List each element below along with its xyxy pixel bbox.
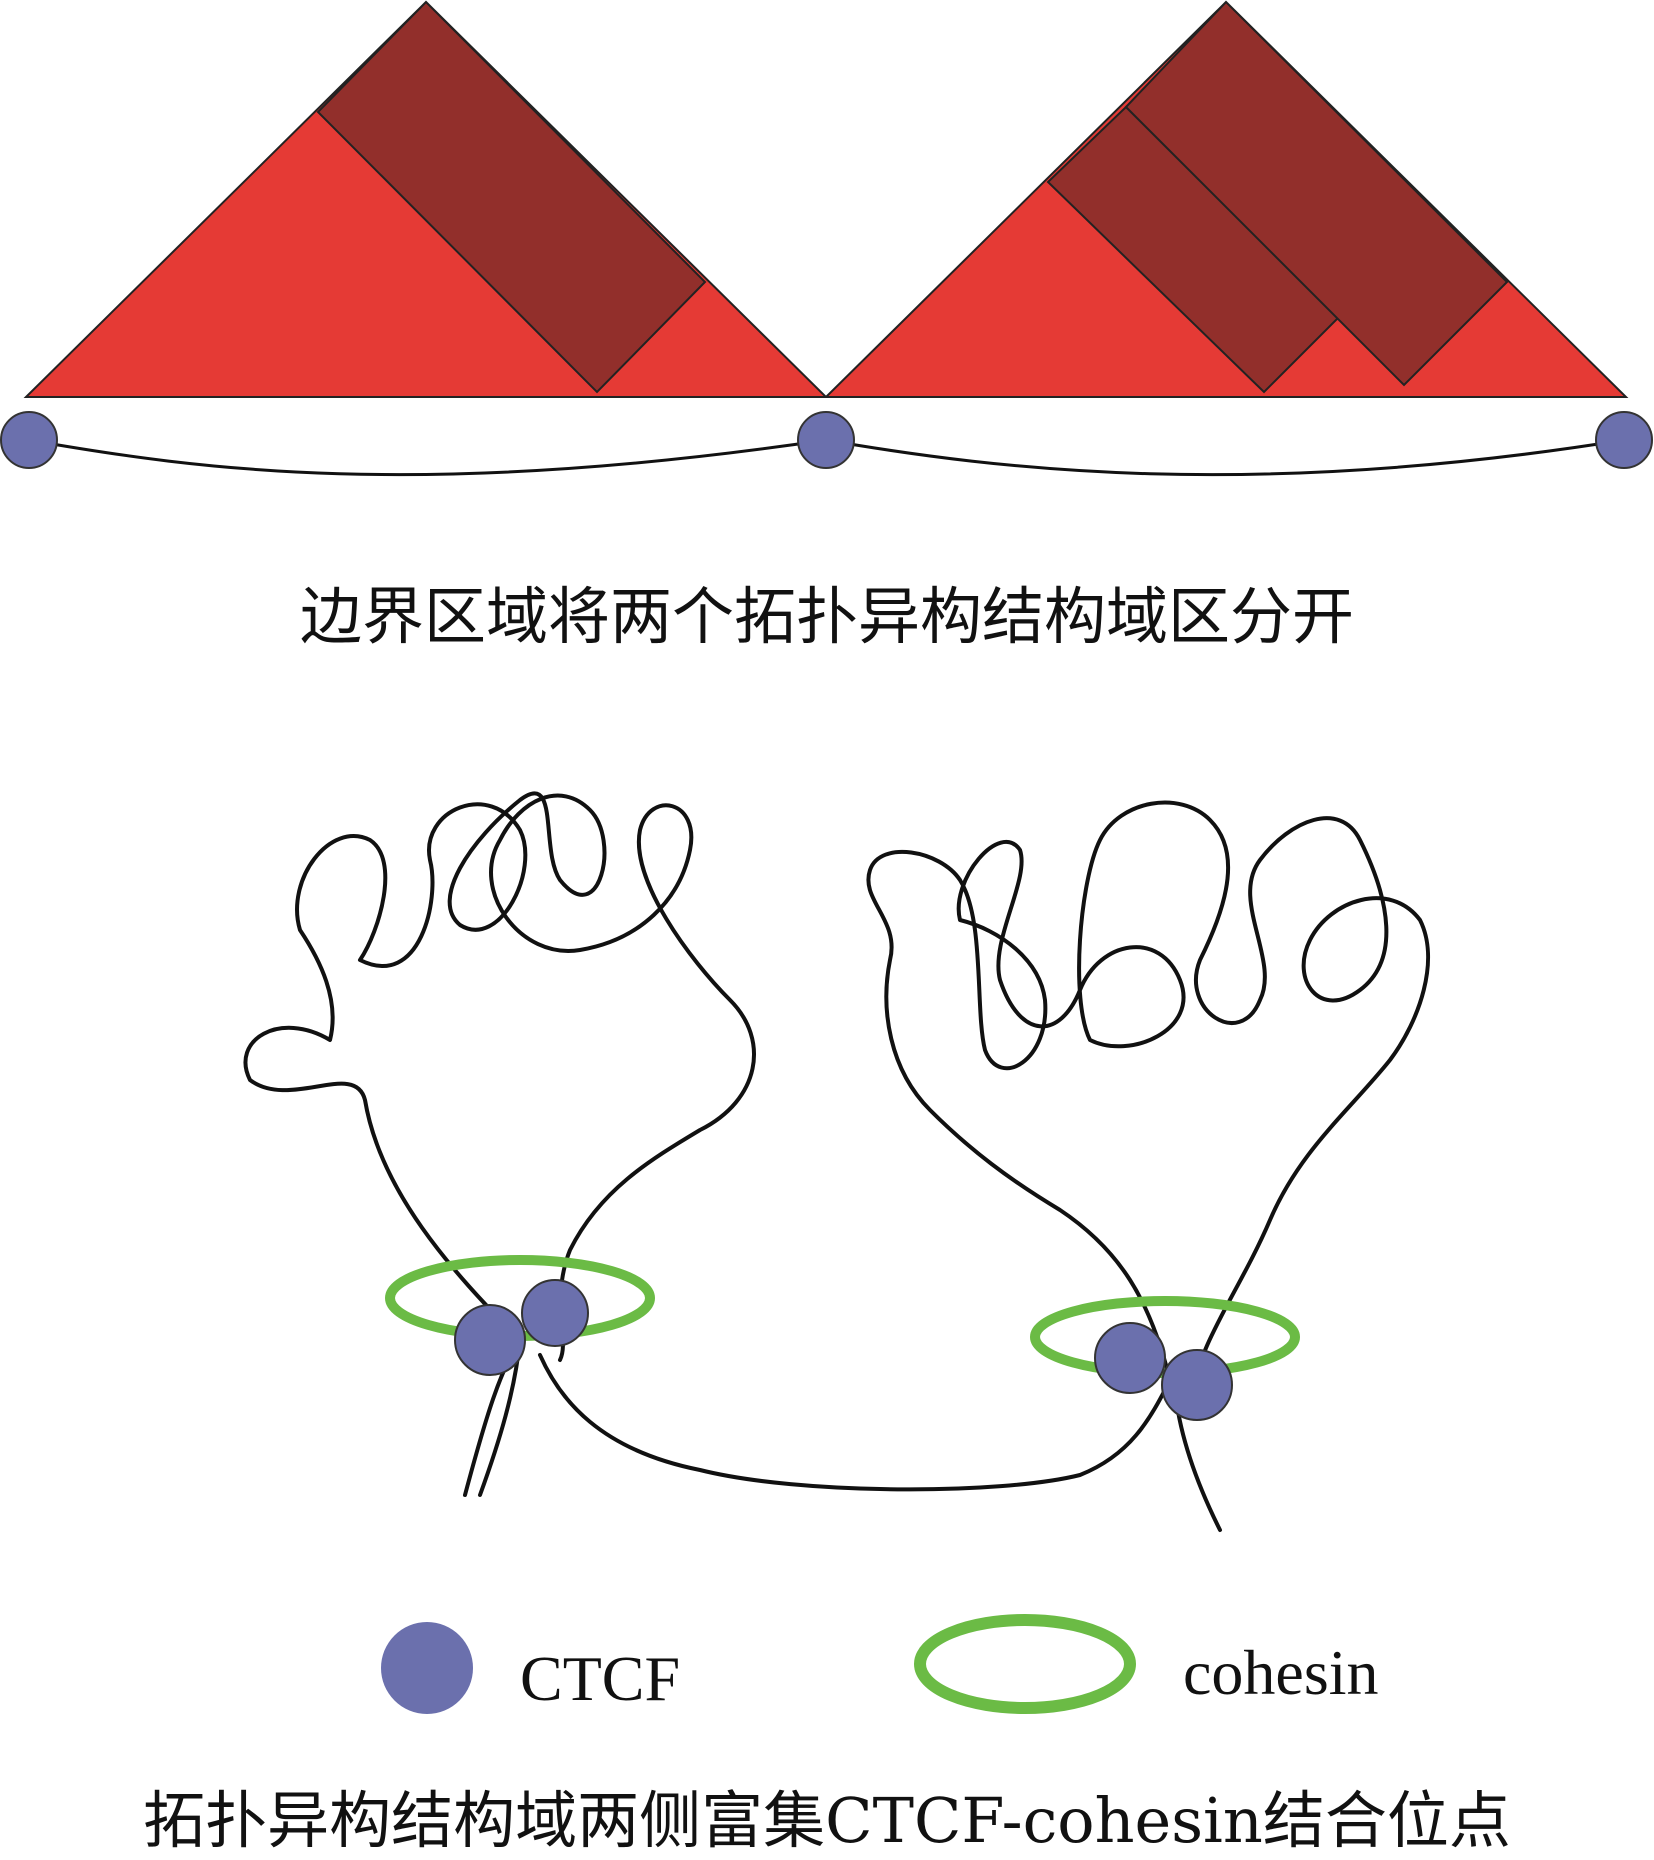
- legend-cohesin-icon: [914, 1614, 1136, 1714]
- ctcf-anchor-right-1: [1094, 1322, 1166, 1394]
- subdomain-left: [316, 0, 707, 394]
- tad-triangles: [23, 0, 1629, 398]
- ctcf-anchor-left-2: [521, 1279, 589, 1347]
- caption-bottom: 拓扑异构结构域两侧富集CTCF-cohesin结合位点: [143, 1784, 1511, 1857]
- legend-cohesin-label: cohesin: [1183, 1637, 1379, 1708]
- legend-ctcf-label: CTCF: [520, 1643, 681, 1714]
- boundary-ctcf-dot: [1595, 411, 1653, 469]
- boundary-ctcf-dot: [0, 411, 58, 469]
- ctcf-anchor-left-1: [454, 1304, 526, 1376]
- subdomain-right-b: [1124, 0, 1509, 387]
- right-domain-chromatin: [866, 800, 1430, 1402]
- inter-domain-chromatin: [538, 1353, 1172, 1492]
- chromatin-loops: [243, 791, 1430, 1532]
- boundary-sites: [0, 411, 1653, 469]
- legend-ctcf-icon: [381, 1622, 473, 1714]
- ctcf-anchor-right-2: [1161, 1349, 1233, 1421]
- caption-top: 边界区域将两个拓扑异构结构域区分开: [299, 580, 1354, 653]
- boundary-ctcf-dot: [797, 411, 855, 469]
- left-domain-chromatin: [243, 791, 756, 1497]
